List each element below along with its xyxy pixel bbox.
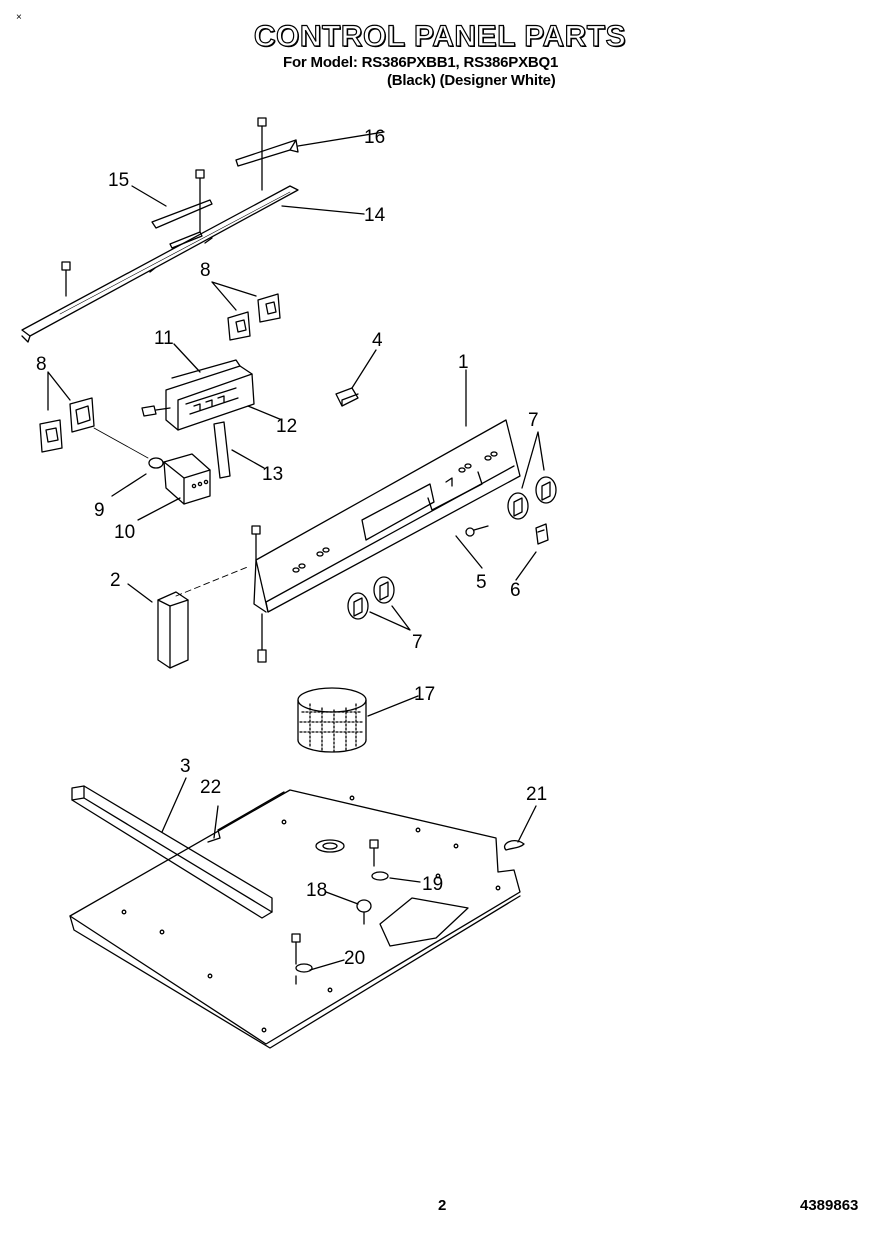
callout-2: 2 [110,570,121,591]
grommet-part-21 [503,840,525,851]
callout-21: 21 [526,784,547,805]
washer-part-9 [93,427,164,469]
callout-8-left: 8 [36,354,47,375]
callout-19: 19 [422,874,443,895]
base-fittings-18-19-20 [291,839,389,985]
mesh-filter-part-17 [297,687,367,753]
callout-11: 11 [154,328,174,349]
spacer-part-13 [213,421,231,479]
callout-16: 16 [364,127,385,148]
switch-part-4 [335,387,359,407]
end-cap-part-2 [157,565,251,669]
clip-part-6 [535,523,549,545]
trim-strip-part-14 [21,185,299,343]
screws-console [251,525,267,663]
callout-9: 9 [94,500,105,521]
callout-3: 3 [180,756,191,777]
callout-18: 18 [306,880,327,901]
callout-7-lower: 7 [412,632,423,653]
control-module-part-11 [165,359,255,431]
page-title: CONTROL PANEL PARTS [253,19,627,53]
receptacle-part-10 [163,453,211,505]
callout-15: 15 [108,170,129,191]
callout-10: 10 [114,522,135,543]
callout-20: 20 [344,948,365,969]
terminal-blocks-part-8-left [39,397,95,453]
callout-14: 14 [364,205,386,226]
callout-6: 6 [510,580,521,601]
model-line: For Model: RS386PXBB1, RS386PXBQ1 [283,54,559,71]
document-number: 4389863 [800,1197,859,1214]
callout-22: 22 [200,777,221,798]
callout-7-right: 7 [528,410,539,431]
base-plate-part-22 [69,789,521,1049]
callout-5: 5 [476,572,487,593]
callout-8-upper: 8 [200,260,211,281]
screw-part-12 [141,405,171,417]
callout-12: 12 [276,416,297,437]
variant-line: (Black) (Designer White) [387,72,556,89]
bar-part-3 [71,785,273,919]
callout-1: 1 [458,352,469,373]
knobs-part-7 [347,476,557,620]
bracket-part-15 [151,199,213,249]
callout-17: 17 [414,684,435,705]
terminal-blocks-part-8-right [227,293,281,341]
corner-mark: × [16,12,22,23]
screws-upper [61,117,267,297]
callout-13: 13 [262,464,283,485]
callout-4: 4 [372,330,383,351]
page-number: 2 [438,1197,447,1214]
bracket-part-16 [235,139,299,167]
console-panel-part-1 [253,419,521,613]
callout-labels: 16 15 14 8 11 4 1 8 7 12 13 9 10 5 6 2 7… [36,127,547,969]
leader-lines [47,131,545,971]
